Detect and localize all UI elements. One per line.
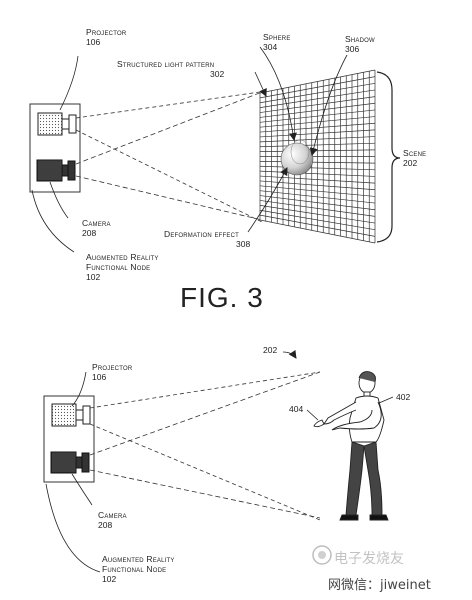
fig3-scene-ref: 202: [403, 158, 418, 168]
fig3-shadow-ref: 306: [345, 44, 360, 54]
fig4-leader-lines: [45, 349, 394, 573]
fig3-projector-icon: [37, 112, 77, 136]
fig3-deformation-ref: 308: [236, 239, 251, 249]
fig4-user-figure: [313, 371, 389, 521]
fig4-hand-ref: 404: [289, 404, 304, 414]
fig3-sphere-ref: 304: [263, 42, 278, 52]
fig4-projector-ref: 106: [92, 372, 107, 382]
fig3-caption: FIG. 3: [180, 282, 264, 313]
fig4-camera-label: Camera: [98, 510, 127, 520]
fig4-camera-ref: 208: [98, 520, 113, 530]
fig3-projection-lines: [75, 91, 263, 223]
fig3-deformation-label: Deformation effect: [164, 229, 239, 239]
fig3-shadow-label: Shadow: [345, 34, 375, 44]
fig3-scene-brace: [376, 71, 401, 243]
fig4-node-label-line1: Augmented Reality: [102, 554, 175, 564]
fig3-projector-ref: 106: [86, 37, 101, 47]
fig4-node-label-line2: Functional Node: [102, 564, 167, 574]
fig3-sphere-label: Sphere: [263, 32, 291, 42]
fig3-structured-light-label: Structured light pattern: [117, 59, 215, 69]
fig4-projection-lines: [89, 371, 321, 521]
fig3-node-ref: 102: [86, 272, 101, 282]
fig4-user-ref: 402: [396, 392, 411, 402]
fig4-camera-icon: [50, 451, 90, 474]
fig4-node-ref: 102: [102, 574, 117, 584]
fig3-leader-lines: [31, 46, 348, 253]
fig3-camera-ref: 208: [82, 228, 97, 238]
watermark-logo-icon: [312, 545, 332, 565]
fig3-camera-label: Camera: [82, 218, 111, 228]
fig3-node-label-line2: Functional Node: [86, 262, 151, 272]
fig3-projector-label: Projector: [86, 27, 127, 37]
fig3-node-label-line1: Augmented Reality: [86, 252, 159, 262]
fig3-camera-icon: [36, 159, 76, 182]
fig3-structured-light-ref: 302: [210, 69, 225, 79]
fig3-sphere: [280, 139, 314, 176]
fig4-projector-icon: [51, 403, 91, 427]
fig4-scene-ref: 202: [263, 345, 278, 355]
fig3-scene-grid: [259, 69, 376, 244]
watermark-site-name: 电子发烧友: [334, 551, 404, 567]
fig4-projector-label: Projector: [92, 362, 133, 372]
fig3-scene-label: Scene: [403, 148, 427, 158]
watermark-wechat-id: 网微信：jiweinet: [328, 578, 431, 593]
